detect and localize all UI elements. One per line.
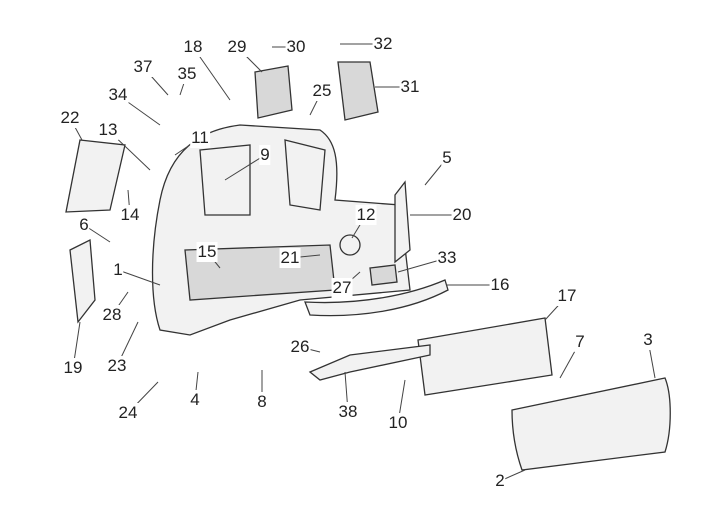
callout-28: 28 [101,305,123,325]
callout-3: 3 [642,330,654,350]
callout-24: 24 [117,403,139,423]
callout-5: 5 [441,148,453,168]
callout-35: 35 [176,64,198,84]
callout-21: 21 [279,248,301,268]
callout-13: 13 [97,120,119,140]
part-21-bracket [284,139,326,211]
callout-29: 29 [226,37,248,57]
callout-6: 6 [78,215,90,235]
callout-17: 17 [556,286,578,306]
callout-30: 30 [285,37,307,57]
callout-14: 14 [119,205,141,225]
callout-2: 2 [494,471,506,491]
callout-32: 32 [372,34,394,54]
callout-12: 12 [355,205,377,225]
part-3-lid [511,377,671,471]
part-20-grille [394,180,411,264]
part-38-bracket [308,344,431,381]
callout-7: 7 [574,332,586,352]
callout-16: 16 [489,275,511,295]
part-31-cover [337,61,379,121]
callout-20: 20 [451,205,473,225]
callout-23: 23 [106,356,128,376]
callout-34: 34 [107,85,129,105]
callout-18: 18 [182,37,204,57]
callout-9: 9 [259,145,271,165]
part-12-lock [339,234,361,256]
callout-33: 33 [436,248,458,268]
callout-31: 31 [399,77,421,97]
part-33-switch [369,264,398,286]
callout-15: 15 [196,242,218,262]
callout-19: 19 [62,358,84,378]
part-29-cover [254,65,293,119]
part-19-grille [69,238,96,324]
part-22-panel [65,139,126,213]
callout-37: 37 [132,57,154,77]
part-17-frame [417,317,553,396]
callout-8: 8 [256,392,268,412]
callout-26: 26 [289,337,311,357]
callout-22: 22 [59,108,81,128]
leader-line-9 [224,154,266,181]
leader-line-1 [117,269,161,286]
callout-11: 11 [190,128,210,148]
callout-27: 27 [331,278,353,298]
callout-38: 38 [337,402,359,422]
callout-1: 1 [112,260,124,280]
callout-25: 25 [311,81,333,101]
callout-10: 10 [387,413,409,433]
callout-4: 4 [189,390,201,410]
